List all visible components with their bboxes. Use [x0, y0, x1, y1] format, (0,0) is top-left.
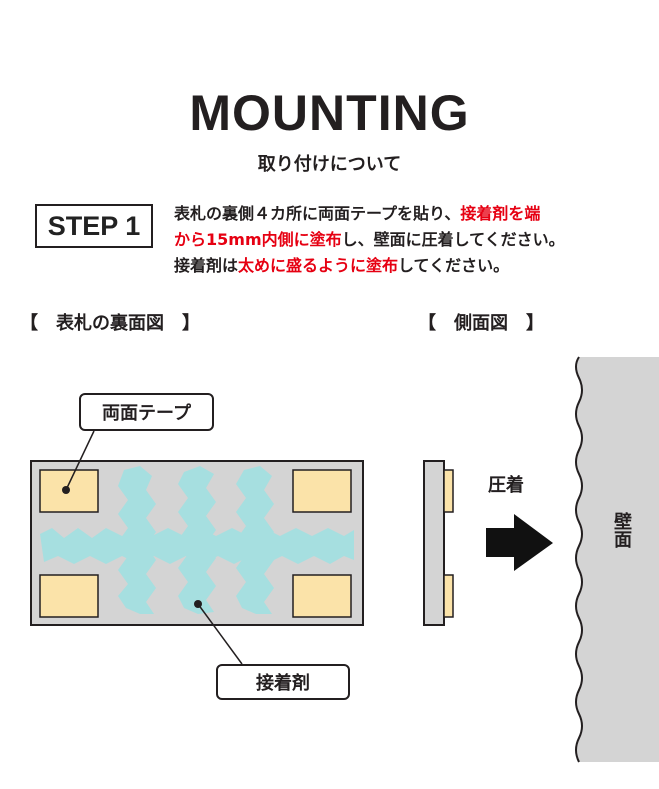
press-label: 圧着: [488, 475, 524, 496]
step-text-normal: し、壁面に圧着してください。: [341, 230, 565, 249]
step-line-3: 接着剤は太めに盛るように塗布してください。: [174, 253, 644, 279]
step-text-normal: 表札の裏側４カ所に両面テープを貼り、: [174, 204, 461, 223]
tape-pad-bottom-left: [39, 574, 99, 618]
tape-side-bottom: [443, 574, 454, 618]
back-view-label: 【 表札の裏面図 】: [20, 313, 200, 334]
adhesive-leader-line: [197, 603, 243, 665]
step-text-normal: してください。: [398, 256, 510, 275]
step-line-2: から15mm内側に塗布し、壁面に圧着してください。: [174, 227, 644, 253]
plate-side: [423, 460, 445, 626]
adhesive-callout: 接着剤: [216, 664, 350, 700]
tape-pad-bottom-right: [292, 574, 352, 618]
tape-pad-top-right: [292, 469, 352, 513]
wall-label: 壁面: [611, 512, 632, 548]
page-title: MOUNTING: [189, 85, 470, 141]
press-arrow-icon: [486, 514, 553, 571]
tape-callout: 両面テープ: [79, 393, 214, 431]
step-text-highlight: 接着剤を端: [460, 204, 541, 223]
page-subtitle: 取り付けについて: [257, 154, 402, 175]
tape-side-top: [443, 469, 454, 513]
tape-leader-line: [65, 430, 95, 491]
adhesive-pattern: [40, 466, 354, 614]
step-text-highlight: 太めに盛るように塗布: [238, 256, 399, 275]
step-text-normal: 接着剤は: [174, 256, 239, 275]
tape-leader-dot: [62, 486, 70, 494]
step-badge: STEP 1: [35, 204, 153, 248]
wall-edge: [575, 356, 583, 763]
step-instructions: 表札の裏側４カ所に両面テープを貼り、接着剤を端 から15mm内側に塗布し、壁面に…: [174, 201, 644, 279]
step-line-1: 表札の裏側４カ所に両面テープを貼り、接着剤を端: [174, 201, 644, 227]
adhesive-leader-dot: [194, 600, 202, 608]
step-text-highlight: から15mm内側に塗布: [174, 230, 342, 249]
side-view-label: 【 側面図 】: [418, 313, 544, 334]
wall: [576, 357, 659, 762]
